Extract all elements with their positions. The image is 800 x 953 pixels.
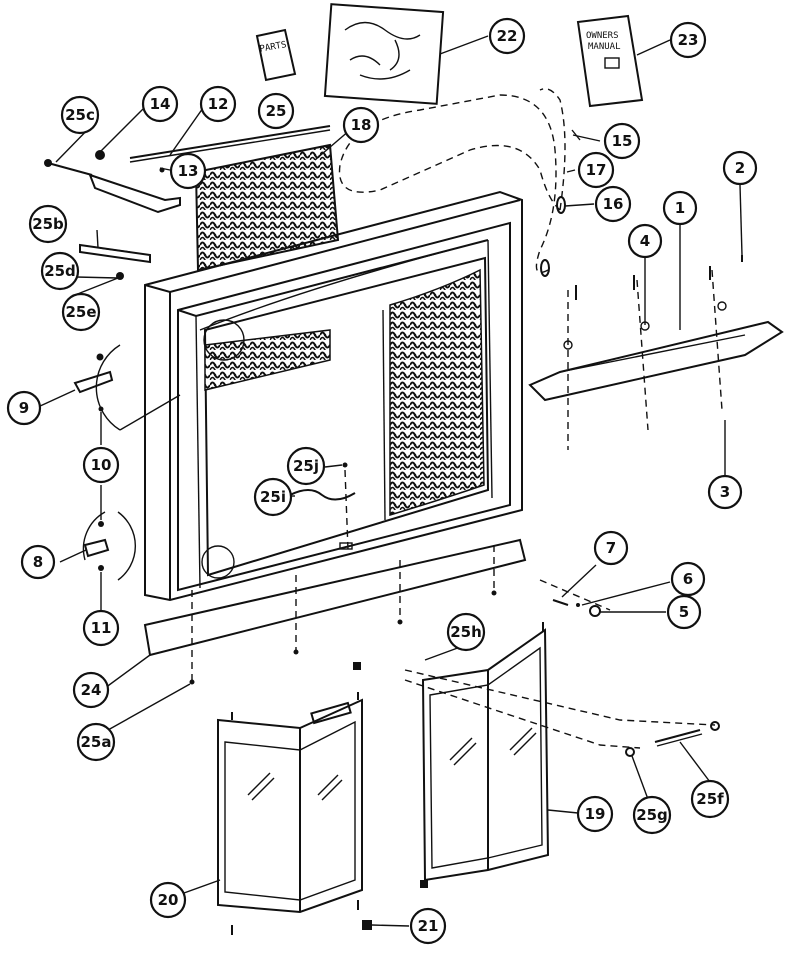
callout-4: 4 bbox=[627, 223, 663, 259]
callout-11: 11 bbox=[82, 609, 120, 647]
callout-17: 17 bbox=[577, 151, 615, 189]
callout-19-label: 19 bbox=[585, 805, 606, 823]
callout-25b-label: 25b bbox=[32, 215, 64, 233]
callout-10-label: 10 bbox=[91, 456, 112, 474]
mesh-curtain bbox=[194, 143, 340, 272]
callout-9-label: 9 bbox=[19, 399, 29, 417]
callout-24-label: 24 bbox=[81, 681, 102, 699]
callout-25f: 25f bbox=[690, 779, 730, 819]
callout-25d-label: 25d bbox=[44, 262, 76, 280]
callout-25h-label: 25h bbox=[450, 623, 482, 641]
callout-5: 5 bbox=[666, 594, 702, 630]
top-trim-hood bbox=[528, 255, 784, 450]
callout-12-label: 12 bbox=[208, 95, 229, 113]
callout-25j: 25j bbox=[286, 446, 326, 486]
callout-8: 8 bbox=[20, 544, 56, 580]
callout-23-label: 23 bbox=[678, 31, 699, 49]
callout-3-label: 3 bbox=[720, 483, 730, 501]
callout-25c-label: 25c bbox=[65, 106, 95, 124]
callout-17-label: 17 bbox=[586, 161, 607, 179]
callout-8-label: 8 bbox=[33, 553, 43, 571]
door-spring-rod bbox=[625, 721, 720, 757]
callout-14: 14 bbox=[141, 85, 179, 123]
owners-manual: OWNERS MANUAL bbox=[576, 14, 644, 108]
callout-6: 6 bbox=[670, 561, 706, 597]
callout-12: 12 bbox=[199, 85, 237, 123]
glass-door-right bbox=[362, 622, 716, 930]
hinge-detail-lower bbox=[82, 511, 136, 581]
callout-6-label: 6 bbox=[683, 570, 693, 588]
callout-25d: 25d bbox=[40, 251, 80, 291]
callout-25f-label: 25f bbox=[696, 790, 724, 808]
callout-22-label: 22 bbox=[497, 27, 518, 45]
callout-22: 22 bbox=[488, 17, 526, 55]
callout-11-label: 11 bbox=[91, 619, 112, 637]
callout-25h: 25h bbox=[446, 612, 486, 652]
callout-25b: 25b bbox=[28, 204, 68, 244]
callout-25c: 25c bbox=[60, 95, 100, 135]
callout-15-label: 15 bbox=[612, 132, 633, 150]
callout-14-label: 14 bbox=[150, 95, 171, 113]
callout-20-label: 20 bbox=[158, 891, 179, 909]
callout-25g: 25g bbox=[632, 795, 672, 835]
callout-25a-label: 25a bbox=[81, 733, 112, 751]
callout-2: 2 bbox=[722, 150, 758, 186]
callout-3: 3 bbox=[707, 474, 743, 510]
manual-title-line2: MANUAL bbox=[588, 42, 621, 52]
rod-guide-assembly bbox=[539, 579, 611, 617]
mounting-bracket-left bbox=[44, 159, 181, 214]
bottom-rail bbox=[143, 538, 527, 685]
callout-9: 9 bbox=[6, 390, 42, 426]
callout-21-label: 21 bbox=[418, 917, 439, 935]
callout-25i-label: 25i bbox=[260, 488, 286, 506]
callout-1: 1 bbox=[662, 190, 698, 226]
callout-13: 13 bbox=[169, 152, 207, 190]
parts-bag-label: PARTS bbox=[259, 40, 287, 55]
callout-25e: 25e bbox=[61, 292, 101, 332]
parts-bag: PARTS bbox=[255, 28, 297, 82]
callout-23: 23 bbox=[669, 21, 707, 59]
callout-25: 25 bbox=[257, 92, 295, 130]
callout-7: 7 bbox=[593, 530, 629, 566]
callout-18: 18 bbox=[342, 106, 380, 144]
callout-25g-label: 25g bbox=[636, 806, 668, 824]
instruction-sheet bbox=[323, 3, 445, 105]
callout-1-label: 1 bbox=[675, 199, 685, 217]
callout-25a: 25a bbox=[76, 722, 116, 762]
glass-door-left bbox=[217, 662, 363, 935]
door-handle bbox=[289, 462, 356, 551]
callout-20: 20 bbox=[149, 881, 187, 919]
callout-4-label: 4 bbox=[640, 232, 650, 250]
callout-24: 24 bbox=[72, 671, 110, 709]
callout-7-label: 7 bbox=[606, 539, 616, 557]
callout-18-label: 18 bbox=[351, 116, 372, 134]
callout-19: 19 bbox=[576, 795, 614, 833]
callout-2-label: 2 bbox=[735, 159, 745, 177]
fireplace-frame bbox=[144, 190, 523, 602]
callout-25e-label: 25e bbox=[65, 303, 96, 321]
callout-10: 10 bbox=[82, 446, 120, 484]
callout-25-label: 25 bbox=[266, 102, 287, 120]
latch-plate bbox=[79, 243, 151, 280]
callout-5-label: 5 bbox=[679, 603, 689, 621]
callout-16: 16 bbox=[594, 185, 632, 223]
hinge-detail-upper bbox=[73, 344, 181, 431]
callout-16-label: 16 bbox=[603, 195, 624, 213]
callout-21: 21 bbox=[409, 907, 447, 945]
callout-25i: 25i bbox=[253, 477, 293, 517]
callout-15: 15 bbox=[603, 122, 641, 160]
callout-25j-label: 25j bbox=[293, 457, 319, 475]
callout-13-label: 13 bbox=[178, 162, 199, 180]
manual-title-line1: OWNERS bbox=[586, 31, 619, 41]
